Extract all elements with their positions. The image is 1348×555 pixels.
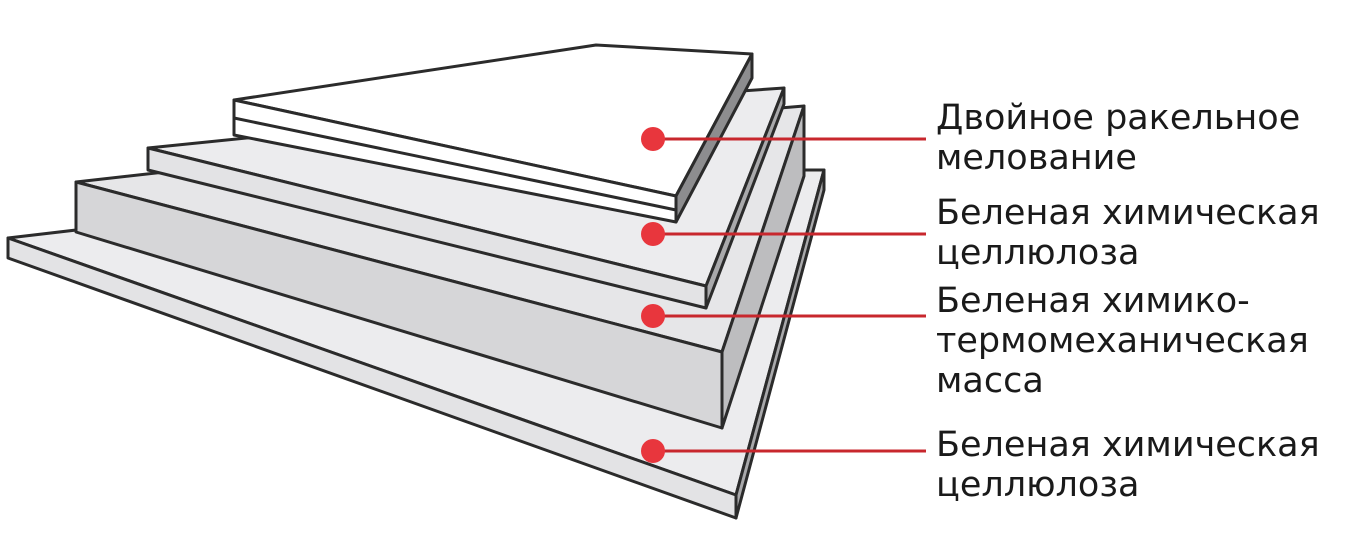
marker-dot-4 — [641, 439, 665, 463]
marker-dot-1 — [641, 127, 665, 151]
marker-dot-2 — [641, 222, 665, 246]
label-bleached-ctmp: Беленая химико- термомеханическая масса — [936, 281, 1309, 401]
label-bleached-chemical-pulp-bottom: Беленая химическая целлюлоза — [936, 425, 1320, 505]
marker-dots — [641, 127, 665, 463]
leader-lines — [653, 137, 926, 453]
layer-coating — [232, 43, 754, 224]
label-double-blade-coating: Двойное ракельное мелование — [936, 98, 1301, 178]
marker-dot-3 — [641, 304, 665, 328]
label-bleached-chemical-pulp-top: Беленая химическая целлюлоза — [936, 193, 1320, 273]
